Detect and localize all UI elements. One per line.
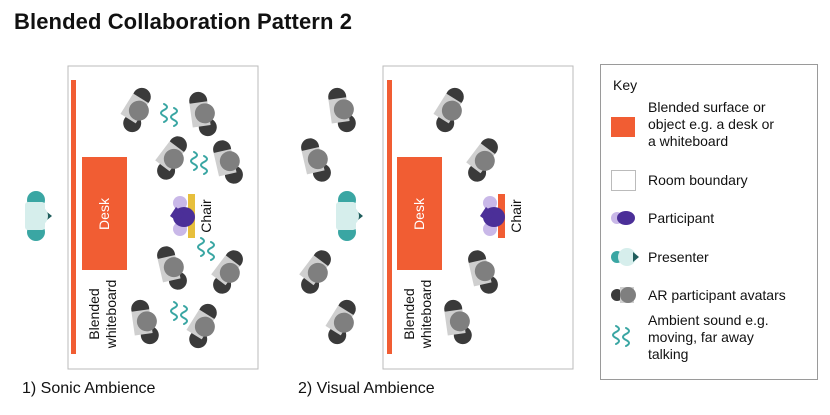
- key-label-line: Ambient sound e.g.: [648, 312, 769, 328]
- whiteboard-label-line2: whiteboard: [418, 280, 434, 350]
- desk-label: Desk: [411, 197, 427, 230]
- presenter-icon: [336, 191, 363, 241]
- panel-sonic: Desk Blended whiteboard Chair: [25, 65, 259, 370]
- whiteboard-label-line2: whiteboard: [103, 280, 119, 350]
- chair-label: Chair: [198, 199, 214, 233]
- ar-avatar-icon: [293, 245, 337, 298]
- key-label-boundary: Room boundary: [648, 172, 748, 188]
- key-label-avatar: AR participant avatars: [648, 287, 786, 303]
- caption-sonic: 1) Sonic Ambience: [22, 380, 156, 397]
- key-label-sound: Ambient sound e.g. moving, far away talk…: [648, 312, 769, 363]
- key-label-line: moving, far away: [648, 329, 754, 345]
- key-label-line: a whiteboard: [648, 133, 729, 149]
- ar-avatar-icon: [611, 287, 636, 303]
- panel-visual: Desk Blended whiteboard Chair: [293, 65, 574, 370]
- caption-visual: 2) Visual Ambience: [298, 380, 435, 397]
- blended-whiteboard: [387, 80, 392, 354]
- key-label-line: talking: [648, 346, 689, 362]
- diagram-canvas: Desk Blended whiteboard Chair Desk Blend…: [25, 65, 574, 370]
- chair-label: Chair: [508, 199, 524, 233]
- whiteboard-label-line1: Blended: [86, 288, 102, 339]
- desk-label: Desk: [96, 197, 112, 230]
- page-title: Blended Collaboration Pattern 2: [14, 9, 353, 34]
- ar-avatar-icon: [320, 84, 362, 137]
- key-label-line: Blended surface or: [648, 99, 766, 115]
- presenter-icon: [611, 248, 639, 266]
- presenter-icon: [25, 191, 52, 241]
- ar-avatar-icon: [320, 295, 362, 348]
- ar-avatar-icon: [293, 134, 337, 187]
- blended-surface-swatch: [611, 117, 635, 137]
- ambient-sound-icon: [612, 325, 630, 347]
- key-label-blended: Blended surface or object e.g. a desk or…: [648, 99, 774, 150]
- whiteboard-label-line1: Blended: [401, 288, 417, 339]
- key-label-presenter: Presenter: [648, 249, 709, 265]
- blended-whiteboard: [71, 80, 76, 354]
- desk: [82, 157, 127, 270]
- participant-icon: [611, 211, 635, 225]
- key-label-line: object e.g. a desk or: [648, 116, 775, 132]
- key-label-participant: Participant: [648, 210, 715, 226]
- room-boundary-swatch: [611, 170, 636, 191]
- key-title: Key: [613, 77, 638, 93]
- desk: [397, 157, 442, 270]
- key-legend: Key Blended surface or object e.g. a des…: [600, 64, 818, 380]
